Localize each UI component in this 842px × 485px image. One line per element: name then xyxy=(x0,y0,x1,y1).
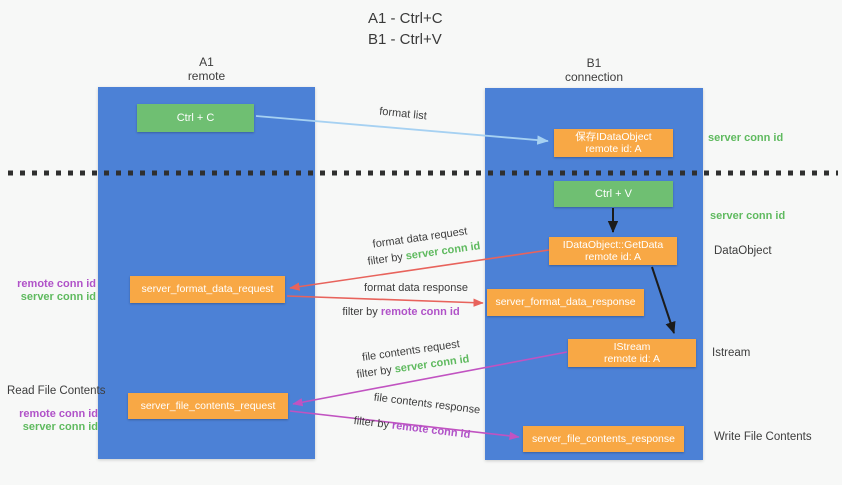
ctrl-v-label: Ctrl + V xyxy=(595,187,632,200)
server-format-data-request-label: server_format_data_request xyxy=(141,283,274,296)
server-conn-id-side-label-top: server conn id xyxy=(708,132,784,144)
lane-header-a1-remote: A1 remote xyxy=(98,55,315,83)
arrow-format-data-request xyxy=(289,249,550,291)
dataobject-side-label: DataObject xyxy=(714,245,772,257)
ctrl-v-box: Ctrl + V xyxy=(554,181,673,207)
write-file-contents-label: Write File Contents xyxy=(714,431,812,443)
server-format-data-response-label: server_format_data_response xyxy=(495,296,636,309)
ctrl-c-label: Ctrl + C xyxy=(176,111,215,124)
server-file-contents-response-box: server_file_contents_response xyxy=(523,426,684,452)
server-format-data-request-box: server_format_data_request xyxy=(130,276,285,303)
istream-box: IStream remote id: A xyxy=(568,339,696,367)
server-format-data-response-box: server_format_data_response xyxy=(487,289,644,316)
save-idataobject-line1: 保存IDataObject xyxy=(575,130,652,143)
format-data-response-label: format data response xyxy=(364,282,468,294)
arrow-file-contents-response xyxy=(289,410,520,441)
read-file-contents-label: Read File Contents xyxy=(7,385,106,397)
lane-a1-subtitle: remote xyxy=(187,69,226,83)
save-idataobject-line2: remote id: A xyxy=(585,143,642,155)
getdata-line2: remote id: A xyxy=(584,251,642,263)
conn-id-stack-bottom: remote conn id server conn id xyxy=(14,408,98,433)
arrow-file-contents-request xyxy=(292,351,568,407)
arrow-format-data-response xyxy=(286,295,484,307)
idataobject-getdata-box: IDataObject::GetData remote id: A xyxy=(549,237,677,265)
arrow-format-list xyxy=(255,115,549,145)
remote-conn-id-side-label: remote conn id xyxy=(17,278,96,290)
istream-line2: remote id: A xyxy=(603,353,661,365)
save-idataobject-box: 保存IDataObject remote id: A xyxy=(554,129,673,157)
lane-a1-name: A1 xyxy=(199,55,214,69)
conn-id-stack-top: remote conn id server conn id xyxy=(12,278,96,303)
server-file-contents-request-box: server_file_contents_request xyxy=(128,393,288,419)
ctrl-c-box: Ctrl + C xyxy=(137,104,254,132)
server-conn-id-side-label: server conn id xyxy=(20,290,96,303)
server-file-contents-request-label: server_file_contents_request xyxy=(140,399,276,412)
lane-b1-subtitle: connection xyxy=(564,70,624,84)
server-conn-id-side-label-mid: server conn id xyxy=(710,210,786,222)
lane-b1-name: B1 xyxy=(586,56,602,70)
filter-by-text: filter by xyxy=(342,306,381,318)
title-line-1: A1 - Ctrl+C xyxy=(368,10,443,27)
arrow-getdata-to-istream xyxy=(651,266,676,334)
server-file-contents-response-label: server_file_contents_response xyxy=(531,432,675,445)
istream-side-label: Istream xyxy=(712,347,751,359)
filter-by-remote-conn-id-label-1: filter by remote conn id xyxy=(321,306,481,318)
remote-conn-id-text: remote conn id xyxy=(380,306,460,318)
diagram-title: A1 - Ctrl+C B1 - Ctrl+V xyxy=(368,8,443,50)
title-line-2: B1 - Ctrl+V xyxy=(368,31,442,48)
getdata-line1: IDataObject::GetData xyxy=(562,238,664,251)
lane-header-b1-connection: B1 connection xyxy=(485,56,703,84)
server-conn-id-side-label: server conn id xyxy=(22,420,98,433)
istream-line1: IStream xyxy=(613,340,651,353)
remote-conn-id-side-label: remote conn id xyxy=(19,408,98,420)
